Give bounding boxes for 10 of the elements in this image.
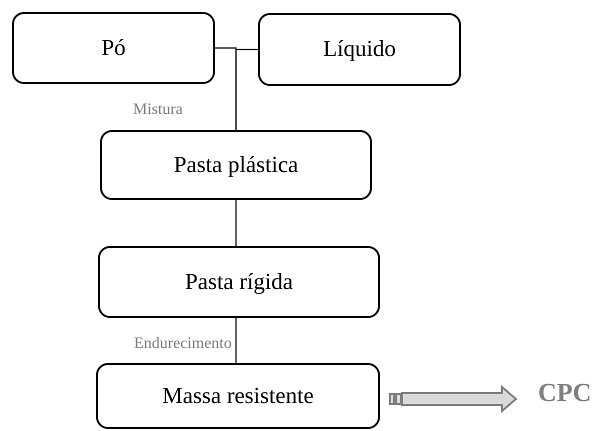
block-arrow — [389, 384, 518, 414]
connector-line — [235, 48, 258, 130]
connector-line — [235, 200, 237, 246]
connector-line — [235, 318, 237, 363]
process-box: Pasta plástica — [100, 130, 372, 200]
output-label: CPC — [538, 374, 602, 410]
process-box: Pasta rígida — [98, 246, 380, 318]
process-box: Pó — [12, 12, 215, 84]
process-box: Líquido — [258, 13, 461, 86]
process-box: Massa resistente — [96, 363, 380, 429]
